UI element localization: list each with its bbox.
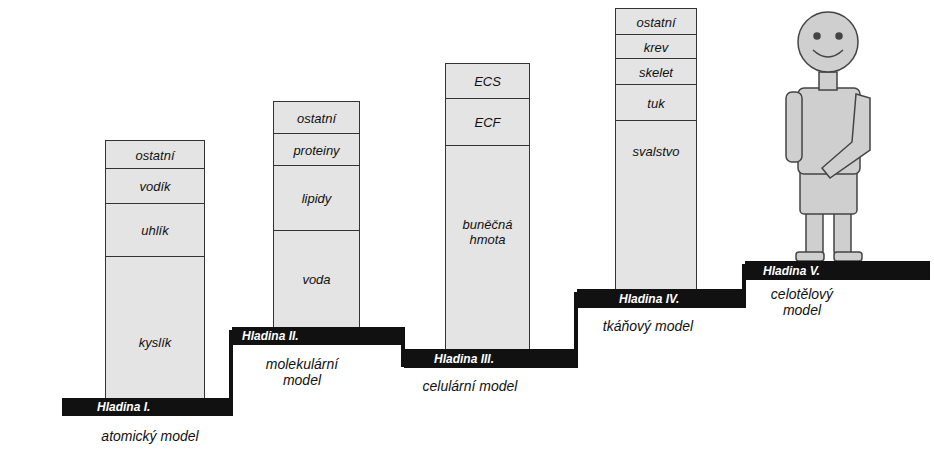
composition-band: proteiny [273, 133, 360, 166]
composition-band: uhlík [105, 203, 205, 257]
level-step: Hladina I. [62, 398, 233, 416]
figure-leg [806, 210, 823, 254]
figure-smile [813, 50, 843, 57]
component-label: svalstvo [619, 144, 693, 159]
model-caption: tkáňový model [598, 318, 698, 334]
figure-arm [786, 92, 802, 162]
component-label: kyslík [109, 335, 201, 350]
level-label: Hladina IV. [619, 289, 679, 308]
composition-band: skelet [615, 58, 697, 85]
level-step: Hladina IV. [577, 289, 746, 308]
composition-band: buněčná hmota [445, 145, 530, 350]
model-caption: celotělový model [752, 286, 852, 318]
level-label: Hladina V. [763, 261, 820, 280]
level-label: Hladina II. [242, 327, 299, 345]
figure-eye [836, 33, 842, 39]
component-label: ostatní [277, 111, 356, 126]
composition-band: voda [273, 230, 360, 328]
component-label: ostatní [109, 148, 201, 163]
composition-band: svalstvo [615, 120, 697, 290]
level-label: Hladina III. [434, 349, 494, 368]
figure-eye [814, 33, 820, 39]
component-label: voda [277, 272, 356, 287]
model-caption: atomický model [100, 428, 200, 444]
composition-band: ECS [445, 63, 530, 99]
level-step: Hladina II. [232, 327, 405, 345]
composition-band: ostatní [615, 8, 697, 35]
level-label: Hladina I. [97, 398, 150, 416]
figure-foot [796, 252, 824, 261]
composition-band: tuk [615, 84, 697, 121]
component-label: buněčná hmota [449, 217, 526, 247]
component-label: uhlík [109, 223, 201, 238]
composition-band: lipidy [273, 165, 360, 231]
component-label: proteiny [277, 143, 356, 158]
composition-band: vodík [105, 168, 205, 204]
component-label: ECF [449, 115, 526, 130]
component-label: ECS [449, 74, 526, 89]
figure-leg [834, 210, 851, 254]
figure-neck [819, 72, 837, 90]
figure-head [798, 12, 858, 72]
model-caption: celulární model [420, 378, 520, 394]
model-caption: molekulární model [252, 356, 352, 388]
component-label: krev [619, 40, 693, 55]
component-label: vodík [109, 179, 201, 194]
composition-band: ECF [445, 98, 530, 146]
human-figure [786, 12, 870, 261]
composition-band: ostatní [105, 140, 205, 169]
composition-band: krev [615, 34, 697, 59]
composition-band: ostatní [273, 101, 360, 134]
level-step: Hladina V. [745, 261, 930, 280]
component-label: skelet [619, 65, 693, 80]
level-step: Hladina III. [404, 349, 578, 368]
component-label: ostatní [619, 15, 693, 30]
component-label: tuk [619, 96, 693, 111]
figure-arm [822, 94, 870, 178]
component-label: lipidy [277, 191, 356, 206]
figure-foot [834, 252, 862, 261]
composition-band: kyslík [105, 256, 205, 399]
